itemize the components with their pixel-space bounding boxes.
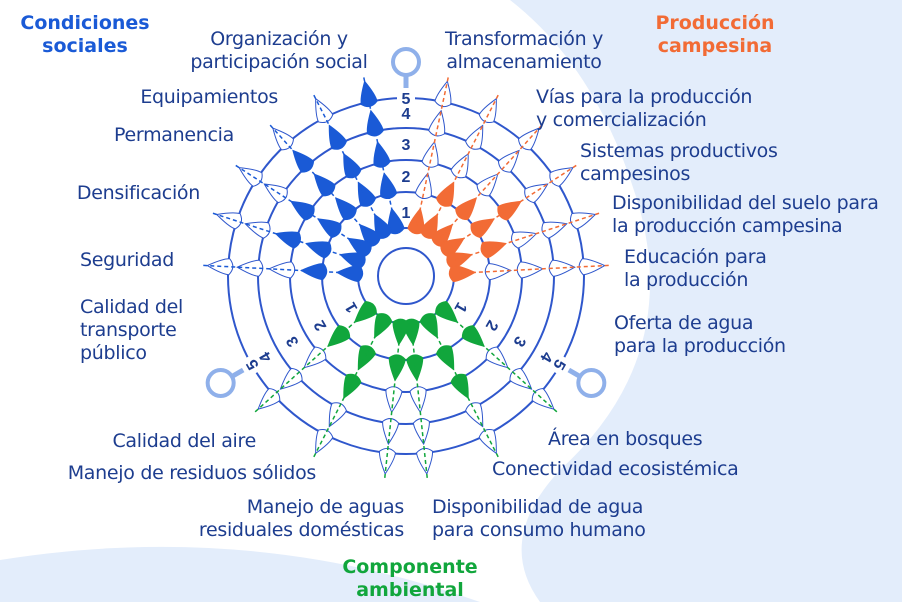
- petal-production-5-3: [511, 231, 538, 249]
- petal-environment-3-5: [416, 447, 434, 475]
- petal-environment-4-1: [392, 318, 410, 346]
- indicator-label-equipamientos: Equipamientos: [140, 86, 278, 108]
- leader-environment-3: [410, 327, 429, 479]
- scale-label-2: 2: [479, 313, 506, 339]
- scale-label-2: 2: [306, 313, 333, 339]
- petal-social-6-2: [300, 263, 328, 281]
- petal-production-6-4: [548, 259, 576, 277]
- petal-production-2-1: [419, 213, 438, 239]
- petal-production-4-2: [470, 218, 495, 239]
- petal-environment-2-2: [436, 345, 455, 371]
- scale-label-1: 1: [448, 295, 475, 321]
- petal-social-5-2: [305, 241, 332, 259]
- indicator-label-aguas-residuales: Manejo de aguas residuales domésticas: [198, 496, 404, 541]
- leader-environment-2: [428, 321, 500, 459]
- petal-production-6-2: [484, 263, 512, 281]
- axis-top-knob: [391, 47, 421, 77]
- indicator-label-vias: Vías para la producción y comercializaci…: [536, 86, 753, 131]
- svg-text:2: 2: [402, 169, 411, 186]
- scale-label-3: 3: [507, 329, 534, 355]
- scale-label-5: 5: [546, 352, 574, 378]
- indicator-label-transformacion: Transformación y almacenamiento: [444, 28, 604, 73]
- leader-environment-5: [312, 321, 384, 459]
- petal-social-2-1: [374, 213, 393, 239]
- petal-social-1-2: [380, 172, 398, 200]
- petal-production-5-2: [480, 241, 507, 259]
- category-title-production: Producción campesina: [655, 12, 775, 57]
- indicator-label-permanencia: Permanencia: [114, 124, 234, 146]
- petal-production-4-1: [440, 237, 465, 258]
- petal-environment-5-1: [374, 313, 393, 339]
- leader-social-5: [211, 212, 357, 261]
- leader-social-3: [268, 123, 372, 238]
- petal-social-5-3: [274, 231, 301, 249]
- petal-production-2-2: [436, 181, 455, 207]
- leader-social-2: [312, 93, 384, 231]
- petal-social-6-4: [236, 259, 264, 277]
- petal-environment-4-2: [388, 354, 406, 382]
- scale-label-1: 1: [397, 202, 415, 222]
- leader-environment-6: [253, 310, 368, 414]
- axis-lower-left-knob: [205, 368, 236, 398]
- petal-social-4-2: [317, 218, 342, 239]
- svg-text:4: 4: [402, 106, 411, 123]
- leader-production-2: [428, 93, 500, 231]
- leader-production-5: [455, 212, 601, 261]
- indicator-label-calidad-aire: Calidad del aire: [112, 430, 256, 452]
- leader-environment-1: [444, 310, 559, 414]
- leader-production-1: [416, 76, 450, 226]
- category-title-social: Condiciones sociales: [20, 12, 150, 57]
- leader-social-1: [362, 76, 396, 226]
- petal-production-1-4: [428, 109, 446, 137]
- scale-label-1: 1: [337, 295, 364, 321]
- indicator-label-densificacion: Densificación: [76, 182, 200, 204]
- svg-text:5: 5: [402, 91, 411, 108]
- indicator-label-conectividad: Conectividad ecosistémica: [492, 458, 739, 480]
- axis-lower-right-knob: [576, 368, 607, 398]
- petal-production-1-2: [414, 172, 432, 200]
- petal-environment-3-4: [412, 418, 430, 446]
- petal-social-4-1: [347, 237, 372, 258]
- petal-environment-4-4: [382, 418, 400, 446]
- svg-text:1: 1: [402, 205, 411, 222]
- scale-label-3: 3: [278, 329, 305, 355]
- petal-production-1-5: [434, 80, 452, 108]
- leader-social-6: [202, 264, 355, 275]
- petal-environment-5-2: [357, 345, 376, 371]
- petal-environment-4-5: [378, 447, 396, 475]
- petal-environment-3-2: [406, 354, 424, 382]
- indicator-label-sistemas: Sistemas productivos campesinos: [580, 140, 778, 185]
- petal-social-6-1: [336, 265, 364, 283]
- leader-environment-4: [383, 327, 402, 479]
- indicator-label-educacion: Educación para la producción: [624, 246, 767, 291]
- leader-production-6: [457, 264, 610, 275]
- indicator-label-disponibilidad-agua: Disponibilidad de agua para consumo huma…: [432, 496, 646, 541]
- category-title-environment: Componente ambiental: [342, 556, 478, 601]
- indicator-label-disponibilidad-suelo: Disponibilidad del suelo para la producc…: [612, 192, 879, 237]
- petal-social-1-4: [366, 109, 384, 137]
- indicator-label-residuos: Manejo de residuos sólidos: [67, 462, 317, 484]
- scale-label-5: 5: [238, 352, 266, 378]
- leader-production-3: [440, 123, 544, 238]
- petal-social-2-2: [357, 181, 376, 207]
- svg-text:3: 3: [402, 137, 411, 154]
- indicator-label-oferta-agua: Oferta de agua para la producción: [614, 312, 786, 357]
- petal-social-1-1: [387, 207, 405, 235]
- scale-label-5: 5: [397, 88, 415, 108]
- indicator-label-organizacion: Organización y participación social: [190, 28, 368, 73]
- scale-label-3: 3: [397, 134, 415, 154]
- indicator-label-transporte: Calidad del transporte público: [80, 296, 183, 364]
- leader-social-4: [234, 164, 363, 249]
- center-circle: [377, 247, 435, 305]
- indicator-label-seguridad: Seguridad: [79, 249, 174, 271]
- petal-social-1-5: [360, 80, 378, 108]
- petal-environment-2-1: [419, 313, 438, 339]
- leader-production-4: [449, 164, 578, 249]
- petal-production-6-1: [448, 265, 476, 283]
- petal-production-1-1: [407, 207, 425, 235]
- scale-label-2: 2: [397, 166, 415, 186]
- indicator-label-area-bosques: Área en bosques: [548, 428, 703, 450]
